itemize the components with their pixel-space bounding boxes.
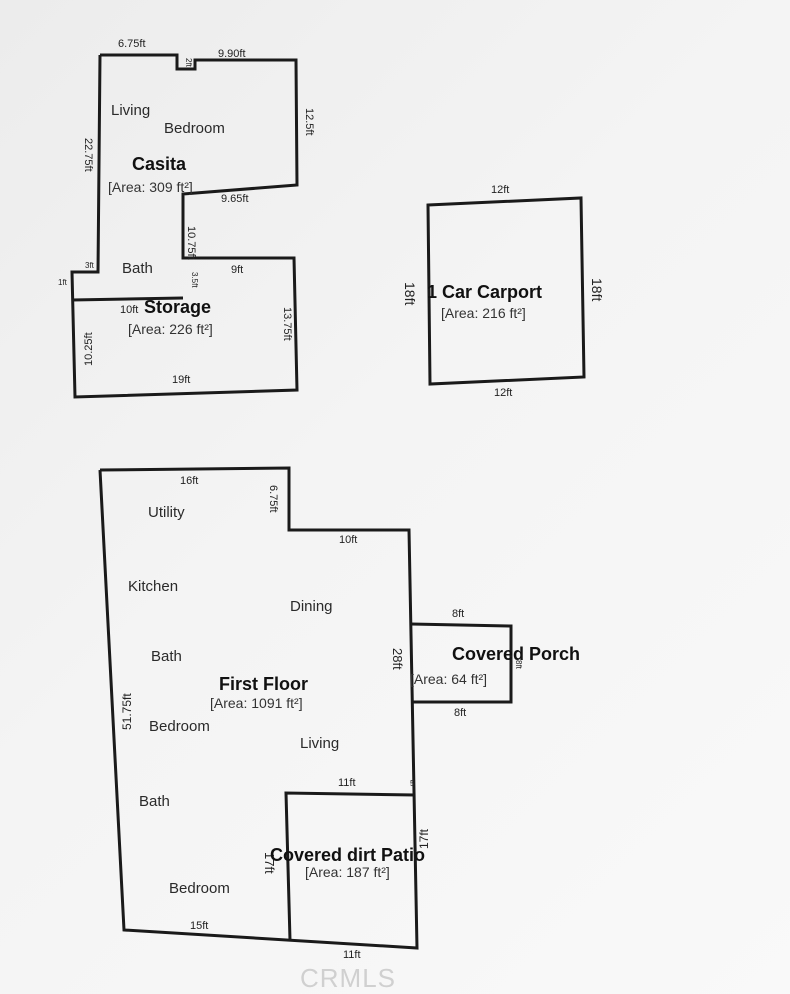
first-floor-dim-notch: 6.75ft xyxy=(267,485,279,513)
first-floor-room-bedroom-2: Bedroom xyxy=(169,880,230,897)
casita-dim-left: 22.75ft xyxy=(82,138,94,172)
first-floor-room-kitchen: Kitchen xyxy=(128,578,178,595)
patio-dim-right: 17ft xyxy=(417,828,431,849)
casita-dim-top-left: 6.75ft xyxy=(118,38,146,50)
porch-area: [Area: 64 ft²] xyxy=(410,671,487,687)
carport-outline xyxy=(426,196,586,386)
casita-dim-small-b: 1ft xyxy=(58,278,68,287)
first-floor-dim-corner: 5 xyxy=(410,779,415,788)
storage-area: [Area: 226 ft²] xyxy=(128,321,213,337)
crmls-watermark: CRMLS xyxy=(300,963,396,993)
casita-dim-inner: 9.65ft xyxy=(221,193,249,205)
carport-dim-bottom: 12ft xyxy=(494,387,512,399)
first-floor-dim-top-right: 10ft xyxy=(339,534,357,546)
porch-title: Covered Porch xyxy=(452,644,580,664)
first-floor-dim-bottom: 15ft xyxy=(190,920,208,932)
porch-dim-side: 8ft xyxy=(514,660,523,670)
storage-dim-right: 13.75ft xyxy=(281,307,293,341)
patio-dim-top: 11ft xyxy=(338,777,356,789)
storage-divider-wall xyxy=(71,296,184,302)
storage-dim-bottom: 19ft xyxy=(172,374,190,386)
casita-dim-small-a: 3ft xyxy=(85,261,95,270)
first-floor-room-dining: Dining xyxy=(290,598,333,615)
carport-title: 1 Car Carport xyxy=(427,282,542,302)
first-floor-room-living: Living xyxy=(300,735,339,752)
casita-dim-mid: 10.75ft xyxy=(185,226,197,260)
carport-building: 12ft 12ft 18ft 18ft 1 Car Carport [Area:… xyxy=(402,184,605,399)
first-floor-title: First Floor xyxy=(219,674,308,694)
first-floor-dim-left: 51.75ft xyxy=(120,693,134,730)
first-floor-room-bath-2: Bath xyxy=(139,793,170,810)
storage-dim-top-small: 3.5ft xyxy=(190,272,199,288)
storage-dim-top-right: 9ft xyxy=(231,264,243,276)
storage-dim-left: 10.25ft xyxy=(83,332,95,366)
carport-area: [Area: 216 ft²] xyxy=(441,305,526,321)
carport-dim-left: 18ft xyxy=(402,282,418,305)
first-floor-room-bath-1: Bath xyxy=(151,648,182,665)
patio-area: [Area: 187 ft²] xyxy=(305,864,390,880)
first-floor-dim-right: 28ft xyxy=(390,648,405,670)
casita-room-living: Living xyxy=(111,102,150,119)
casita-room-bath: Bath xyxy=(122,260,153,277)
patio-title: Covered dirt Patio xyxy=(270,845,425,865)
casita-title: Casita xyxy=(132,154,187,174)
first-floor-area: [Area: 1091 ft²] xyxy=(210,695,303,711)
first-floor-room-utility: Utility xyxy=(148,504,185,521)
casita-dim-step: 2ft xyxy=(184,58,193,68)
patio-dim-left: 17ft xyxy=(262,852,277,874)
casita-dim-right: 12.5ft xyxy=(303,108,315,136)
storage-dim-top-left: 10ft xyxy=(120,304,138,316)
carport-dim-top: 12ft xyxy=(491,184,509,196)
casita-room-bedroom: Bedroom xyxy=(164,120,225,137)
first-floor-dim-top: 16ft xyxy=(180,475,198,487)
casita-area: [Area: 309 ft²] xyxy=(108,179,193,195)
first-floor-room-bedroom-1: Bedroom xyxy=(149,718,210,735)
carport-dim-right: 18ft xyxy=(589,278,605,301)
casita-dim-top-right: 9.90ft xyxy=(218,48,246,60)
storage-title: Storage xyxy=(144,297,211,317)
porch-outline xyxy=(410,622,513,704)
patio-dim-bottom: 11ft xyxy=(343,949,361,961)
casita-storage-building: 6.75ft 2ft 9.90ft 12.5ft 22.75ft 9.65ft … xyxy=(58,38,315,399)
porch-dim-bottom: 8ft xyxy=(454,707,466,719)
porch-dim-top: 8ft xyxy=(452,608,464,620)
casita-outline xyxy=(70,53,299,399)
patio-outline xyxy=(284,791,416,941)
first-floor-outline xyxy=(98,466,419,950)
first-floor-building: 16ft 6.75ft 10ft 28ft 51.75ft 15ft 5 Uti… xyxy=(98,466,580,961)
